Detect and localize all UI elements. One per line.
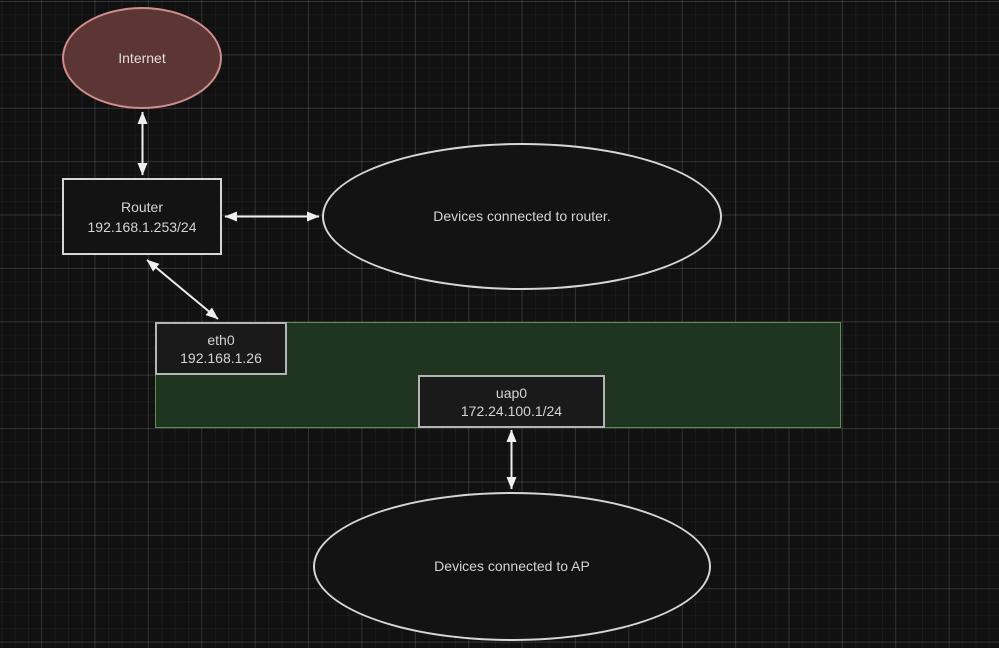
node-devices-connected-to-router[interactable]: Devices connected to router. — [322, 143, 722, 290]
node-internet-label: Internet — [118, 49, 166, 66]
node-uap0-ip: 172.24.100.1/24 — [460, 402, 563, 419]
node-devices-ap-label: Devices connected to AP — [434, 558, 590, 574]
node-devices-connected-to-ap[interactable]: Devices connected to AP — [313, 492, 711, 641]
node-router-label: Router — [120, 198, 164, 215]
node-eth0-ip: 192.168.1.26 — [180, 349, 262, 366]
node-router-ip: 192.168.1.253/24 — [87, 218, 197, 235]
node-eth0[interactable]: eth0 192.168.1.26 — [155, 322, 287, 375]
node-devices-router-label: Devices connected to router. — [433, 208, 611, 224]
edge-router-eth0[interactable] — [146, 259, 219, 320]
node-eth0-label: eth0 — [207, 331, 235, 348]
node-router[interactable]: Router 192.168.1.253/24 — [62, 178, 222, 255]
node-uap0-label: uap0 — [495, 384, 528, 401]
node-uap0[interactable]: uap0 172.24.100.1/24 — [418, 375, 605, 428]
node-internet[interactable]: Internet — [62, 7, 222, 109]
